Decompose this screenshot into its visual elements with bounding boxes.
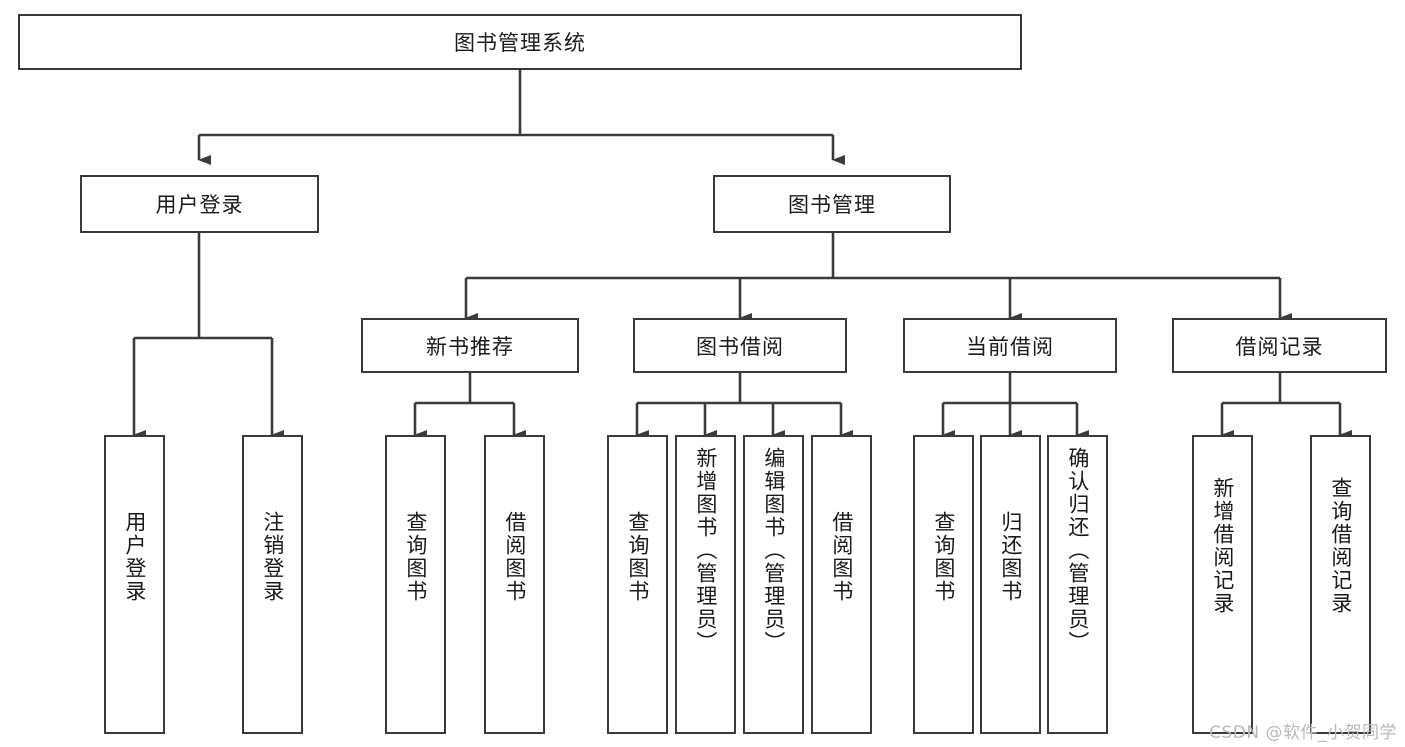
leaf-current-query-book[interactable]: 查询图书 (913, 435, 974, 734)
leaf-borrow-add-book[interactable]: 新增图书（管理员） (675, 435, 736, 734)
leaf-borrow-borrow-book[interactable]: 借阅图书 (811, 435, 872, 734)
leaf-label: 借阅图书 (502, 511, 527, 603)
watermark-text: CSDN @软件_小贺同学 (1209, 723, 1397, 743)
leaf-label: 查询图书 (931, 511, 956, 603)
leaf-user-login-login[interactable]: 用户登录 (104, 435, 165, 734)
node-user-login-label: 用户登录 (155, 193, 244, 217)
leaf-label: 编辑图书（管理员） (761, 447, 786, 654)
node-book-management-label: 图书管理 (788, 193, 876, 217)
leaf-label: 新增图书（管理员） (693, 447, 718, 654)
node-new-book-recommend-label: 新书推荐 (426, 334, 514, 359)
leaf-borrow-query-book[interactable]: 查询图书 (607, 435, 668, 734)
node-current-borrow-label: 当前借阅 (966, 334, 1054, 359)
leaf-label: 注销登录 (260, 511, 285, 603)
leaf-label: 新增借阅记录 (1210, 477, 1235, 615)
leaf-new-book-query[interactable]: 查询图书 (385, 435, 446, 734)
leaf-user-login-logout[interactable]: 注销登录 (242, 435, 303, 734)
leaf-record-query[interactable]: 查询借阅记录 (1310, 435, 1371, 734)
leaf-label: 查询借阅记录 (1328, 477, 1353, 615)
leaf-label: 确认归还（管理员） (1065, 447, 1090, 654)
leaf-new-book-borrow[interactable]: 借阅图书 (484, 435, 545, 734)
node-root[interactable]: 图书管理系统 (18, 14, 1022, 70)
node-borrow-record[interactable]: 借阅记录 (1172, 318, 1387, 373)
node-book-management[interactable]: 图书管理 (713, 175, 951, 233)
node-book-borrow[interactable]: 图书借阅 (633, 318, 847, 373)
node-book-borrow-label: 图书借阅 (696, 334, 784, 359)
leaf-label: 借阅图书 (829, 511, 854, 603)
node-borrow-record-label: 借阅记录 (1235, 334, 1324, 359)
leaf-current-confirm-return[interactable]: 确认归还（管理员） (1047, 435, 1108, 734)
leaf-label: 归还图书 (998, 511, 1023, 603)
leaf-label: 用户登录 (122, 511, 147, 603)
node-root-label: 图书管理系统 (454, 31, 586, 55)
leaf-current-return-book[interactable]: 归还图书 (980, 435, 1041, 734)
leaf-record-add[interactable]: 新增借阅记录 (1192, 435, 1253, 734)
leaf-borrow-edit-book[interactable]: 编辑图书（管理员） (743, 435, 804, 734)
node-user-login[interactable]: 用户登录 (80, 175, 319, 233)
node-current-borrow[interactable]: 当前借阅 (903, 318, 1117, 373)
leaf-label: 查询图书 (403, 511, 428, 603)
node-new-book-recommend[interactable]: 新书推荐 (361, 318, 579, 373)
leaf-label: 查询图书 (625, 511, 650, 603)
